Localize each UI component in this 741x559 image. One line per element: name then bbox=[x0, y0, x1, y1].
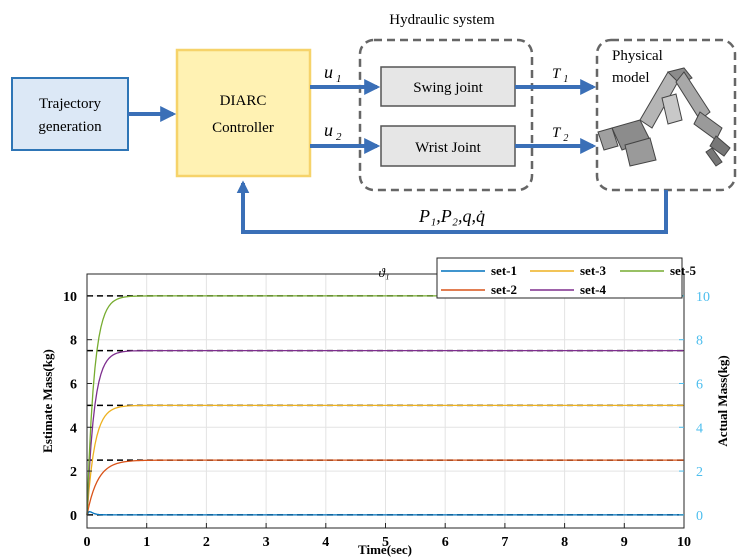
y2-tick-label-4: 8 bbox=[696, 334, 703, 349]
x-tick-label-4: 4 bbox=[322, 535, 329, 550]
feedback-arrow bbox=[236, 180, 668, 234]
y2-tick-label-5: 10 bbox=[696, 290, 710, 305]
y2-tick-label-2: 4 bbox=[696, 421, 703, 436]
wrist-joint-block bbox=[380, 125, 516, 167]
x-tick-label-2: 2 bbox=[203, 535, 210, 550]
physical-model-label-line1: Physical bbox=[612, 48, 663, 64]
legend-label-set-5: set-5 bbox=[670, 263, 696, 278]
controller-label-line1: DIARC bbox=[220, 93, 267, 109]
legend-box bbox=[436, 257, 683, 299]
chart-title: ϑ₁ bbox=[379, 265, 390, 280]
y-tick-label-1: 2 bbox=[70, 465, 77, 480]
legend-label-set-1: set-1 bbox=[491, 263, 517, 278]
x-tick-label-6: 6 bbox=[442, 535, 449, 550]
x-axis-label: Time(sec) bbox=[358, 542, 412, 557]
right-y-axis-ticks: 0 2 4 6 8 10 bbox=[679, 290, 710, 524]
series-line-set-2 bbox=[86, 459, 684, 515]
x-tick-label-9: 9 bbox=[621, 535, 628, 550]
wrist-joint-label: Wrist Joint bbox=[415, 140, 481, 156]
feedback-label: P₁,P₂,q,q̇ bbox=[418, 206, 485, 226]
legend-items: set-1 set-2 set-3 set-4 set-5 bbox=[441, 263, 696, 297]
block-diagram: Hydraulic system Trajectory generation D… bbox=[11, 12, 737, 234]
trajectory-generation-block bbox=[11, 77, 129, 151]
x-tick-label-7: 7 bbox=[501, 535, 508, 550]
x-tick-label-0: 0 bbox=[84, 535, 91, 550]
legend-label-set-2: set-2 bbox=[491, 282, 517, 297]
y2-tick-label-1: 2 bbox=[696, 465, 703, 480]
y-tick-label-3: 6 bbox=[70, 377, 77, 392]
physical-model-label-line2: model bbox=[612, 70, 650, 86]
y-tick-label-2: 4 bbox=[70, 421, 77, 436]
swing-joint-label: Swing joint bbox=[413, 80, 483, 96]
series-line-set-3 bbox=[86, 404, 684, 515]
x-tick-label-10: 10 bbox=[677, 535, 691, 550]
trajectory-label-line1: Trajectory bbox=[39, 96, 101, 112]
series-line-set-1 bbox=[86, 510, 684, 516]
legend-label-set-4: set-4 bbox=[580, 282, 606, 297]
y-axis-label: Estimate Mass(kg) bbox=[40, 349, 55, 453]
y2-tick-label-3: 6 bbox=[696, 377, 703, 392]
legend: set-1 set-2 set-3 set-4 set-5 bbox=[436, 257, 696, 299]
series-line-set-4 bbox=[86, 349, 684, 515]
y-tick-label-0: 0 bbox=[70, 509, 77, 524]
y2-tick-label-0: 0 bbox=[696, 509, 703, 524]
y-axis-ticks: 0 2 4 6 8 10 bbox=[63, 290, 92, 524]
trajectory-label-line2: generation bbox=[38, 119, 102, 135]
hydraulic-system-boundary bbox=[358, 38, 534, 192]
x-tick-label-1: 1 bbox=[143, 535, 150, 550]
y-tick-label-5: 10 bbox=[63, 290, 77, 305]
diarc-controller-block bbox=[175, 48, 312, 178]
x-tick-label-5: 5 bbox=[382, 535, 389, 550]
y-tick-label-4: 8 bbox=[70, 334, 77, 349]
mass-estimation-chart: 0 1 2 3 4 5 6 7 8 9 10 0 2 4 6 8 10 0 2 4 6 8 10 ϑ₁ Time(sec… bbox=[40, 257, 730, 557]
x-tick-label-3: 3 bbox=[263, 535, 270, 550]
robot-arm-icon bbox=[597, 67, 731, 167]
right-y-axis-label: Actual Mass(kg) bbox=[715, 355, 730, 446]
hydraulic-system-label: Hydraulic system bbox=[389, 12, 495, 28]
legend-label-set-3: set-3 bbox=[580, 263, 606, 278]
x-axis-ticks: 0 1 2 3 4 5 6 7 8 9 10 bbox=[84, 523, 691, 550]
x-tick-label-8: 8 bbox=[561, 535, 568, 550]
controller-label-line2: Controller bbox=[212, 120, 274, 136]
